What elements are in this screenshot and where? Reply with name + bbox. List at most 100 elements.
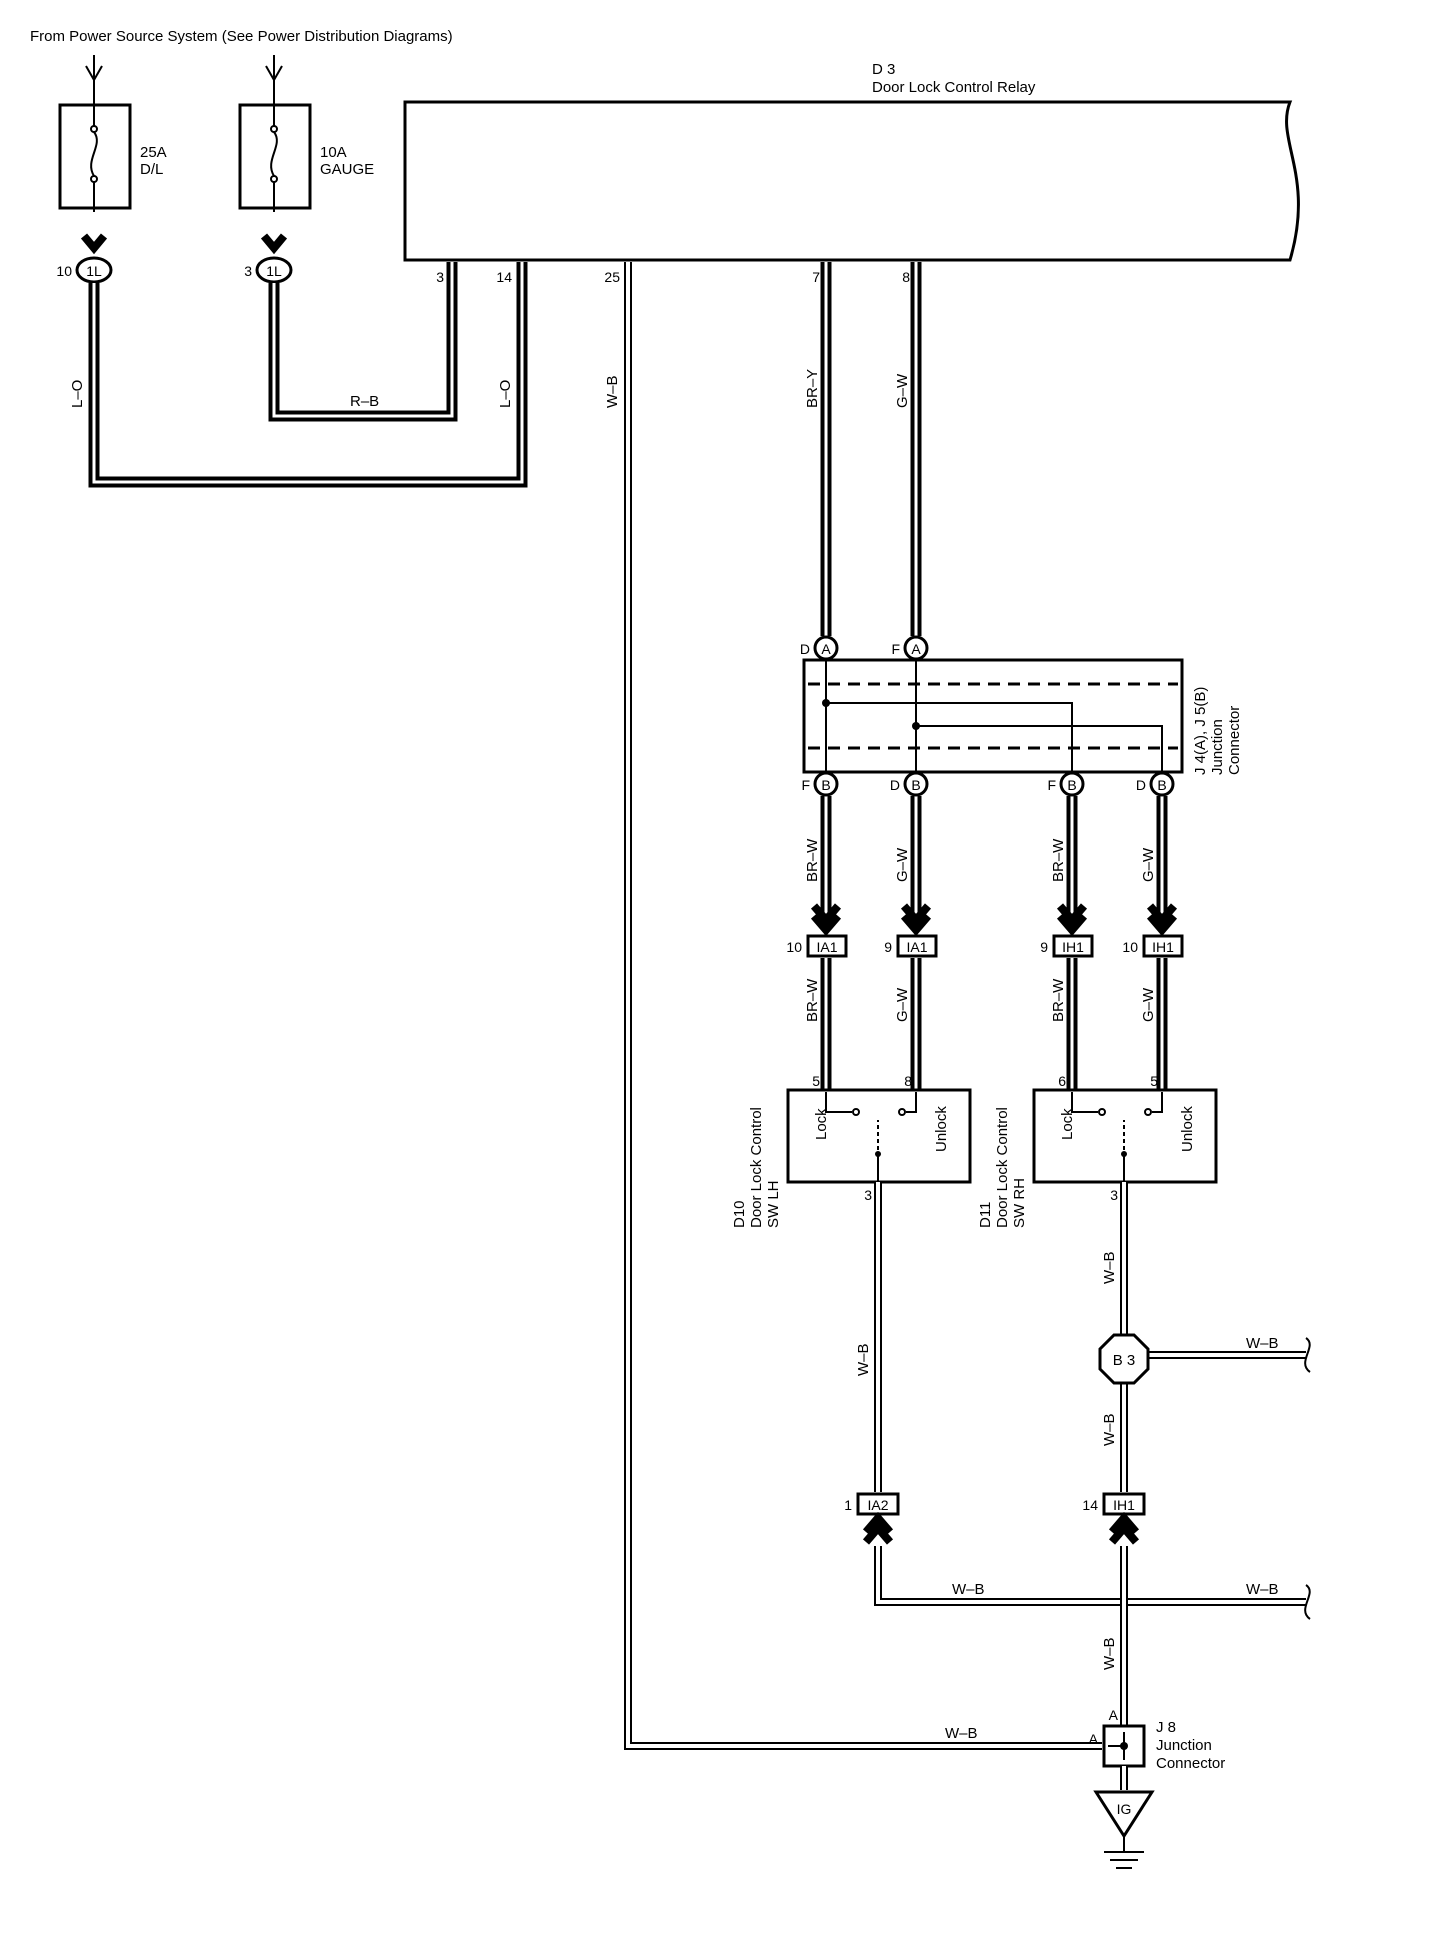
switch-rh-lock: Lock	[1059, 1108, 1076, 1140]
wire-label-wb-lh: W–B	[855, 1343, 872, 1376]
wire-label-gw-2: G–W	[1140, 847, 1157, 882]
wire-label-brw-4: BR–W	[1050, 978, 1067, 1022]
fuse-25a-rating: 25A	[140, 144, 167, 161]
wire-label-bry: BR–Y	[804, 369, 821, 408]
switch-rh-code: D11	[977, 1202, 994, 1228]
wire-label-wb-lower-3: W–B	[1101, 1637, 1118, 1670]
junction-title-3: Connector	[1226, 706, 1243, 775]
svg-text:IA1: IA1	[816, 939, 837, 955]
svg-text:D: D	[800, 641, 810, 657]
inline-connector-ia1-10: IA1 10	[786, 934, 848, 958]
svg-text:1: 1	[844, 1497, 852, 1513]
svg-text:1L: 1L	[86, 263, 102, 279]
svg-text:1L: 1L	[266, 263, 282, 279]
wire-label-brw-1: BR–W	[804, 838, 821, 882]
svg-text:F: F	[801, 777, 810, 793]
fuse-10a: 10A GAUGE	[238, 100, 374, 212]
svg-text:IH1: IH1	[1062, 939, 1084, 955]
wire-label-gw-1: G–W	[894, 847, 911, 882]
junction-top-pin-d: A D	[800, 635, 839, 661]
source-note: From Power Source System (See Power Dist…	[30, 28, 453, 45]
junction-bottom-pins: B F B D B F B D	[801, 771, 1175, 920]
pin-3: 3	[244, 263, 252, 279]
wire-break-1	[1304, 1337, 1311, 1373]
svg-text:10: 10	[786, 939, 802, 955]
inline-connector-ia1-9: IA1 9	[884, 934, 938, 958]
feed-arrow-2	[265, 55, 283, 100]
wire-label-wb-bottom: W–B	[945, 1725, 978, 1742]
switch-rh-line1: Door Lock Control	[994, 1107, 1011, 1228]
junction-top-pin-f: A F	[891, 635, 929, 661]
fuse-10a-name: GAUGE	[320, 161, 374, 178]
wire-label-gw-4: G–W	[1140, 987, 1157, 1022]
svg-text:5: 5	[812, 1073, 820, 1089]
svg-text:9: 9	[884, 939, 892, 955]
svg-text:A: A	[911, 641, 921, 657]
svg-text:D: D	[890, 777, 900, 793]
wire-wb-lower	[874, 1546, 1306, 1740]
relay-pin-25: 25	[604, 269, 620, 285]
door-lock-switch-rh: 6 5 Lock Unlock 3 D11 Door Lock Control …	[977, 1073, 1218, 1228]
j8-pin-a-left: A	[1089, 1731, 1099, 1747]
junction-title-2: Junction	[1209, 719, 1226, 775]
relay-pin-3: 3	[436, 269, 444, 285]
junction-title-1: J 4(A), J 5(B)	[1192, 687, 1209, 775]
switch-lh-line1: Door Lock Control	[748, 1107, 765, 1228]
connector-1l-pin3: 1L 3	[244, 256, 293, 284]
switch-lh-lock: Lock	[813, 1108, 830, 1140]
fuse-10a-rating: 10A	[320, 144, 347, 161]
switch-rh-line2: SW RH	[1011, 1178, 1028, 1228]
svg-text:10: 10	[1122, 939, 1138, 955]
svg-text:IG: IG	[1117, 1801, 1132, 1817]
svg-text:IH1: IH1	[1152, 939, 1174, 955]
door-lock-control-relay: D 3 Door Lock Control Relay	[403, 61, 1300, 262]
svg-text:A: A	[821, 641, 831, 657]
svg-text:IA2: IA2	[867, 1497, 888, 1513]
junction-connector-j8: A A J 8 Junction Connector	[1089, 1707, 1226, 1772]
svg-text:D: D	[1136, 777, 1146, 793]
switch-lh-unlock: Unlock	[933, 1106, 950, 1152]
svg-text:IH1: IH1	[1113, 1497, 1135, 1513]
switch-rh-unlock: Unlock	[1179, 1106, 1196, 1152]
svg-text:8: 8	[904, 1073, 912, 1089]
svg-text:F: F	[891, 641, 900, 657]
inline-connector-ih1-14: IH1 14	[1082, 1492, 1146, 1516]
door-lock-switch-lh: 5 8 Lock Unlock 3 D10 Door Lock Control …	[731, 1073, 972, 1228]
svg-text:14: 14	[1082, 1497, 1098, 1513]
relay-code: D 3	[872, 61, 895, 78]
wire-wb-relay-ground	[624, 262, 1102, 1750]
wire-label-lo-2: L–O	[497, 380, 514, 408]
splice-b3: B 3	[1098, 1333, 1150, 1385]
wire-label-wb-lower-2: W–B	[1246, 1581, 1279, 1598]
svg-text:5: 5	[1150, 1073, 1158, 1089]
connector-1l-pin10: 1L 10	[56, 256, 113, 284]
switch-lh-line2: SW LH	[765, 1180, 782, 1228]
svg-text:IA1: IA1	[906, 939, 927, 955]
wire-label-wb-branch-1: W–B	[1246, 1335, 1279, 1352]
wire-label-rb: R–B	[350, 393, 379, 410]
j8-code: J 8	[1156, 1719, 1176, 1736]
wire-label-wb-relay: W–B	[604, 375, 621, 408]
wire-label-wb-rh-2: W–B	[1101, 1413, 1118, 1446]
fuse-25a-name: D/L	[140, 161, 163, 178]
fuse-25a: 25A D/L	[58, 100, 167, 212]
wire-label-gw-relay: G–W	[894, 373, 911, 408]
wires-to-switches	[820, 958, 1168, 1090]
svg-text:B: B	[1157, 777, 1166, 793]
j8-line2: Connector	[1156, 1755, 1225, 1772]
svg-text:3: 3	[864, 1187, 872, 1203]
relay-name: Door Lock Control Relay	[872, 79, 1036, 96]
relay-pin-7: 7	[812, 269, 820, 285]
wire-label-brw-2: BR–W	[1050, 838, 1067, 882]
wire-break-2	[1304, 1584, 1311, 1620]
svg-text:B: B	[911, 777, 920, 793]
feed-arrow-1	[85, 55, 103, 100]
wire-lo	[88, 262, 528, 488]
wire-label-wb-rh-1: W–B	[1101, 1251, 1118, 1284]
j8-line1: Junction	[1156, 1737, 1212, 1754]
wire-wb-rh	[1120, 1182, 1306, 1492]
inline-connector-ih1-9: IH1 9	[1040, 934, 1094, 958]
svg-text:6: 6	[1058, 1073, 1066, 1089]
